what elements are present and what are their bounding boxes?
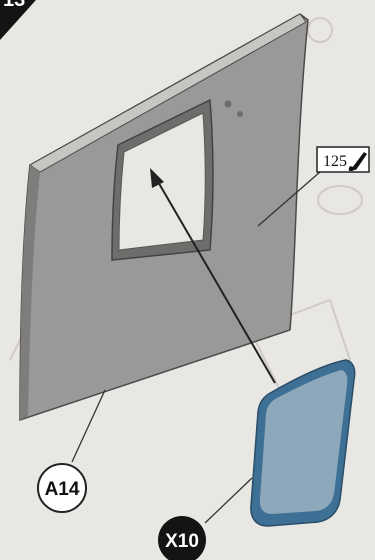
window-part-x10 xyxy=(251,360,355,526)
paint-code-callout: 125 xyxy=(317,147,369,172)
part-label-a14-text: A14 xyxy=(45,479,80,500)
part-label-x10: X10 xyxy=(158,516,206,560)
mounting-hole xyxy=(237,111,243,117)
part-label-x10-text: X10 xyxy=(165,531,199,552)
mounting-hole xyxy=(225,101,232,108)
window-leader-line xyxy=(205,478,252,523)
step-number: 13 xyxy=(3,0,25,11)
paint-code-text: 125 xyxy=(323,153,347,170)
part-label-a14: A14 xyxy=(38,464,86,512)
step-number-badge: 13 xyxy=(0,0,36,40)
